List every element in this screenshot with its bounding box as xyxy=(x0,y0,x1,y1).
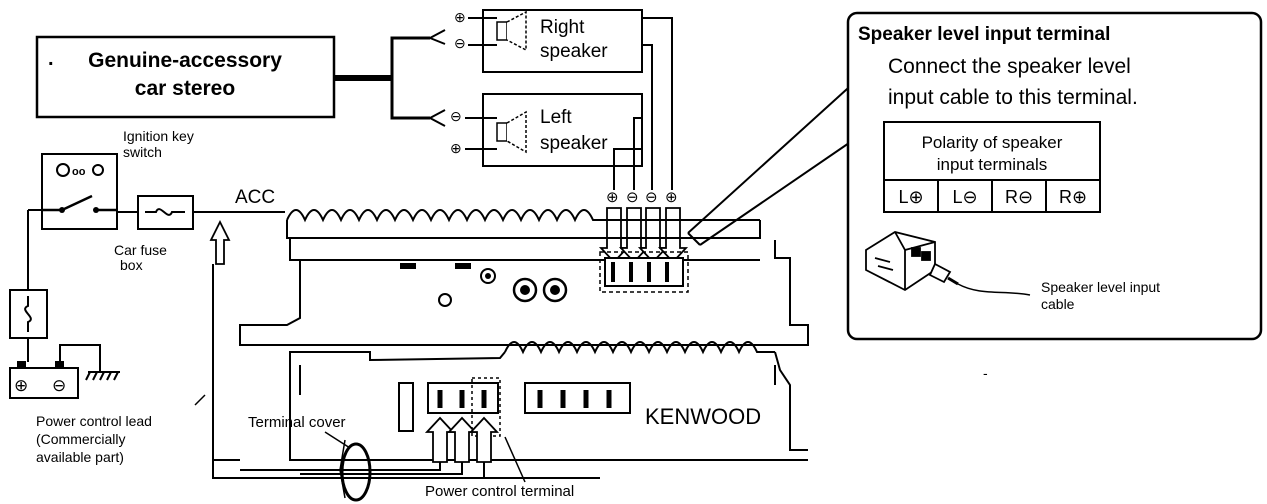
polarity-cell: L⊕ xyxy=(898,187,923,207)
left-speaker-icon xyxy=(496,122,508,142)
left-speaker: ⊖ ⊕ Left speaker xyxy=(450,93,643,167)
panel-desc-2: input cable to this terminal. xyxy=(888,86,1138,109)
power-lead-label-3: available part) xyxy=(36,449,124,465)
ignition-label-2: switch xyxy=(123,144,162,160)
stray-mark: - xyxy=(983,365,988,381)
polarity-title-2: input terminals xyxy=(937,155,1048,174)
left-speaker-label-2: speaker xyxy=(540,133,608,154)
battery-minus: ⊖ xyxy=(52,376,66,395)
fuse-label-2: box xyxy=(120,257,143,273)
polarity-cell: R⊖ xyxy=(1005,187,1033,207)
power-lead-label-1: Power control lead xyxy=(36,413,152,429)
terminal-cover-icon xyxy=(340,442,372,502)
polarity-title-1: Polarity of speaker xyxy=(922,133,1063,152)
acc-arrow xyxy=(209,219,231,265)
amp-input-l-minus: ⊖ xyxy=(626,189,639,206)
right-speaker: ⊕ ⊖ Right speaker xyxy=(454,9,643,73)
car-battery xyxy=(9,367,79,399)
speaker-input-connector-illustration xyxy=(865,231,1031,296)
fuse-label-1: Car fuse xyxy=(114,242,167,258)
left-speaker-plus-symbol: ⊕ xyxy=(450,140,462,156)
right-speaker-minus-symbol: ⊖ xyxy=(454,35,466,51)
stereo-label-1: Genuine-accessory xyxy=(88,49,282,72)
stereo-label-2: car stereo xyxy=(135,77,235,100)
speaker-input-terminal-block xyxy=(599,251,689,293)
cable-label-2: cable xyxy=(1041,296,1075,312)
polarity-cell: R⊕ xyxy=(1059,187,1087,207)
left-speaker-minus-symbol: ⊖ xyxy=(450,108,462,124)
panel-desc-1: Connect the speaker level xyxy=(888,55,1131,78)
car-stereo-box xyxy=(35,35,336,119)
svg-text:oo: oo xyxy=(72,166,86,178)
right-speaker-label-1: Right xyxy=(540,17,585,38)
ignition-key-switch xyxy=(41,153,118,230)
amp-input-r-plus: ⊕ xyxy=(665,189,678,206)
left-speaker-label-1: Left xyxy=(540,107,572,128)
amp-input-r-minus: ⊖ xyxy=(645,189,658,206)
power-lead-label-2: (Commercially xyxy=(36,431,125,447)
power-terminal-label: Power control terminal xyxy=(425,483,574,500)
stereo-dot: . xyxy=(48,48,54,70)
acc-label: ACC xyxy=(235,187,275,208)
cable-label-1: Speaker level input xyxy=(1041,279,1160,295)
panel-title: Speaker level input terminal xyxy=(858,24,1110,45)
kenwood-logo: KENWOOD xyxy=(645,404,761,429)
polarity-table: Polarity of speaker input terminals L⊕ L… xyxy=(883,121,1101,213)
ignition-label-1: Ignition key xyxy=(123,128,194,144)
polarity-cell: L⊖ xyxy=(952,187,977,207)
amplifier-front-view xyxy=(289,341,808,461)
amp-input-l-plus: ⊕ xyxy=(606,189,619,206)
right-speaker-plus-symbol: ⊕ xyxy=(454,9,466,25)
battery-plus: ⊕ xyxy=(14,376,28,395)
right-speaker-label-2: speaker xyxy=(540,41,608,62)
ground-icon xyxy=(85,371,120,381)
right-speaker-icon xyxy=(496,21,508,41)
terminal-cover-label: Terminal cover xyxy=(248,414,346,431)
